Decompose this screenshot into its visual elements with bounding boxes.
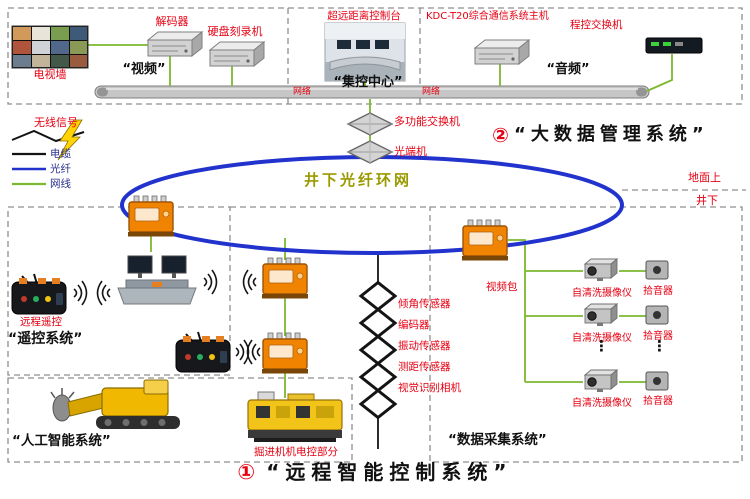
daq-system-box — [429, 206, 743, 463]
optical-terminal-icon — [347, 140, 393, 164]
machine-label: 掘进机机电控部分 — [254, 446, 338, 458]
wireless-signal-legend-icon — [11, 119, 85, 161]
flameproof-box-icon-2 — [261, 257, 309, 300]
sensor-label-ranging: 测距传感器 — [398, 361, 451, 373]
lightning-icon — [57, 119, 83, 161]
remote-system-title: “遥控系统” — [8, 331, 83, 347]
daq-system-title: “数据采集系统” — [448, 432, 547, 448]
sensor-label-vibration: 振动传感器 — [398, 340, 451, 352]
video-pack-label: 视频包 — [486, 281, 518, 293]
underground-label: 井下 — [696, 194, 718, 207]
remote-system-box — [7, 206, 231, 376]
recorder-device-icon — [209, 41, 265, 67]
sensor-label-vision: 视觉识别相机 — [398, 382, 461, 394]
flameproof-box-icon-4 — [461, 219, 509, 262]
wireless-signal-icon — [203, 269, 218, 295]
pickup-label-3: 拾音器 — [643, 396, 673, 407]
fiber-ring-label: 井下光纤环网 — [303, 171, 412, 189]
big-data-number: ② — [492, 123, 509, 147]
ellipsis-cameras: ⋮ — [594, 337, 609, 355]
camera-label-2: 自清洗摄像仪 — [572, 333, 632, 344]
bus-network-label-1: 网络 — [293, 87, 312, 97]
footer-title: ① “远程智能控制系统” — [0, 460, 750, 484]
sensor-mast-icon — [358, 280, 398, 420]
wireless-signal-icon — [246, 339, 261, 365]
pickup-icon-3 — [645, 371, 669, 391]
control-center-title: “集控中心” — [333, 75, 403, 90]
pbx-device-icon — [645, 37, 703, 54]
wireless-signal-icon — [242, 269, 257, 295]
flameproof-box-icon-1 — [127, 195, 175, 238]
decoder-label: 解码器 — [155, 15, 189, 28]
bus-network-label-2: 网络 — [422, 87, 441, 97]
flameproof-box-icon-3 — [261, 332, 309, 375]
electric-control-unit-image — [247, 391, 343, 442]
control-room-photo — [324, 22, 406, 82]
wireless-legend-label: 无线信号 — [34, 116, 78, 129]
pickup-icon-1 — [645, 260, 669, 280]
ethernet-legend-label: 网线 — [50, 178, 71, 190]
ellipsis-pickups: ⋮ — [652, 337, 667, 355]
ai-system-title: “人工智能系统” — [12, 433, 111, 449]
roadheader-image — [50, 379, 180, 429]
ai-system-box — [7, 377, 353, 463]
wireless-signal-icon — [96, 280, 111, 306]
sensor-label-tilt: 倾角传感器 — [398, 298, 451, 310]
pickup-icon-2 — [645, 305, 669, 325]
legend-samples — [12, 152, 46, 186]
recorder-label: 硬盘刻录机 — [207, 25, 263, 38]
remote-control-label: 远程遥控 — [20, 316, 62, 328]
decoder-device-icon — [147, 31, 203, 57]
fiber-legend-label: 光纤 — [50, 163, 71, 175]
camera-icon-3 — [584, 369, 618, 393]
pickup-label-2: 拾音器 — [643, 331, 673, 342]
cable-legend-label: 电缆 — [50, 148, 71, 160]
camera-label-3: 自清洗摄像仪 — [572, 398, 632, 409]
tv-wall-image — [11, 25, 89, 69]
big-data-title: ② “大数据管理系统” — [492, 124, 709, 147]
ethernet-links — [88, 44, 673, 398]
top-region-box — [7, 7, 743, 105]
region-boxes — [7, 7, 746, 463]
wireless-signal-icon — [235, 339, 250, 365]
tv-wall-label: 电视墙 — [33, 68, 67, 81]
pickup-label-1: 拾音器 — [643, 286, 673, 297]
pbx-label: 程控交换机 — [570, 19, 623, 31]
switch-label: 多功能交换机 — [394, 115, 460, 128]
remote-controller-icon-1 — [11, 273, 67, 315]
audio-section-title: “音频” — [546, 62, 590, 77]
remote-controller-icon-2 — [175, 331, 231, 373]
big-data-text: “大数据管理系统” — [514, 124, 709, 146]
multifunction-switch-icon — [347, 112, 393, 136]
operator-console-image — [117, 255, 197, 305]
footer-number: ① — [237, 460, 256, 484]
video-section-title: “视频” — [122, 62, 166, 77]
optical-terminal-label: 光端机 — [394, 145, 427, 158]
surface-label: 地面上 — [688, 171, 721, 184]
console-label: 超远距离控制台 — [327, 10, 401, 22]
wireless-signal-icon — [73, 280, 88, 306]
sensor-label-encoder: 编码器 — [398, 319, 430, 331]
camera-icon-2 — [584, 303, 618, 327]
camera-label-1: 自清洗摄像仪 — [572, 288, 632, 299]
network-bus — [94, 85, 650, 99]
footer-text: “远程智能控制系统” — [266, 459, 513, 484]
camera-icon-1 — [584, 258, 618, 282]
kdc-host-device-icon — [474, 39, 530, 65]
kdc-host-label: KDC-T20综合通信系统主机 — [426, 11, 549, 22]
